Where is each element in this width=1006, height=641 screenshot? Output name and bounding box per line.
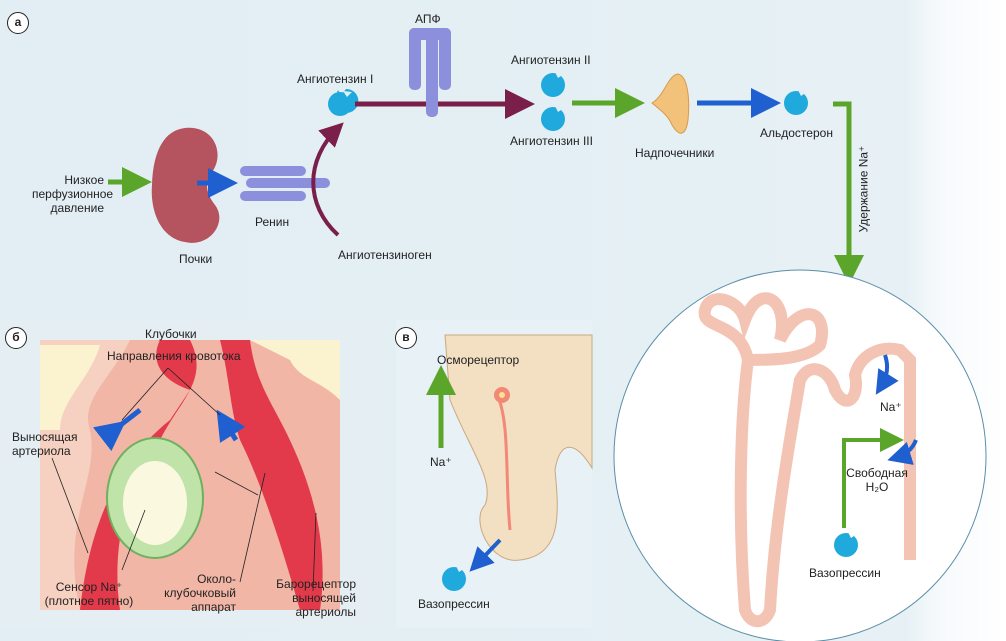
juxtaglomerular-line-2: клубочковый	[164, 586, 236, 600]
nephron-zoom-circle	[613, 269, 987, 641]
baroreceptor-line-3: артериолы	[295, 605, 356, 619]
low-perfusion-line-1: Низкое	[64, 173, 104, 187]
nephron-tubule	[698, 292, 916, 628]
low-perfusion-line-3: давление	[50, 201, 104, 215]
juxtaglomerular-line-1: Около-	[197, 572, 236, 586]
free-water-line-2: H₂O	[865, 480, 889, 494]
free-water-label: Свободная H₂O	[842, 466, 912, 494]
panel-a-badge: а	[7, 12, 29, 34]
kidney-shape	[151, 127, 220, 243]
na-retention-label: Удержание Na⁺	[856, 145, 871, 233]
baroreceptor-line-1: Барорецептор	[276, 577, 356, 591]
angiotensinogen-arrow	[311, 122, 344, 237]
angiotensin-3-label: Ангиотензин III	[510, 134, 593, 148]
osmoreceptor-label: Осморецептор	[437, 353, 520, 367]
na-retention-arrow	[833, 101, 864, 285]
angiotensin-1-molecule-body	[328, 92, 352, 116]
water-reabsorption-arrow	[887, 439, 918, 465]
na-sensor-line-1: Сенсор Na⁺	[55, 580, 123, 594]
panel-v-vasopressin-label: Вазопрессин	[418, 597, 490, 611]
panel-b-badge: б	[5, 327, 27, 349]
nephron-na-label: Na⁺	[880, 400, 902, 414]
renin-label: Ренин	[255, 215, 290, 229]
afferent-flow-arrow	[216, 409, 246, 443]
angiotensin-3-molecule	[541, 107, 565, 131]
ace-label: АПФ	[415, 12, 441, 26]
renin-enzyme	[240, 166, 330, 201]
na-sensor-line-2: (плотное пятно)	[44, 594, 134, 608]
panel-v-badge: в	[395, 327, 417, 349]
baroreceptor-line-2: выносящей	[292, 591, 356, 605]
juxtaglomerular-label: Около- клубочковый аппарат	[160, 572, 236, 614]
osmoreceptor-axon	[495, 394, 512, 531]
baroreceptor-label: Барорецептор выносящей артериолы	[270, 577, 356, 619]
nephron-vasopressin-label: Вазопрессин	[809, 566, 881, 580]
angiotensin-2-molecule	[541, 73, 565, 97]
aldosterone-molecule	[784, 91, 808, 115]
panel-b-leader-lines	[51, 367, 317, 592]
adrenal-gland	[651, 73, 690, 134]
efferent-flow-arrow	[93, 408, 142, 452]
adrenals-label: Надпочечники	[635, 146, 715, 160]
angiotensin-1-label: Ангиотензин I	[297, 72, 374, 86]
low-perfusion-label: Низкое перфузионное давление	[32, 173, 114, 215]
flow-direction-label: Направления кровотока	[107, 349, 241, 363]
free-water-line-1: Свободная	[846, 466, 908, 480]
panel-v-na-label: Na⁺	[430, 455, 452, 469]
efferent-arteriole-line-2: артериола	[12, 444, 71, 458]
aldosterone-label: Альдостерон	[760, 126, 833, 140]
na-reabsorption-arrow	[875, 354, 899, 395]
juxtaglomerular-line-3: аппарат	[191, 600, 236, 614]
kidneys-label: Почки	[179, 252, 213, 266]
ace-enzyme	[409, 28, 451, 117]
glomeruli-label: Клубочки	[145, 327, 197, 341]
hypothalamus-pituitary	[444, 334, 593, 561]
angiotensin-2-label: Ангиотензин II	[511, 53, 591, 67]
angiotensinogen-label: Ангиотензиноген	[338, 248, 432, 262]
efferent-arteriole-line-1: Выносящая	[12, 430, 78, 444]
efferent-arteriole-label: Выносящая артериола	[12, 430, 77, 458]
nephron-vasopressin-molecule	[834, 533, 858, 557]
juxtaglomerular-illustration	[40, 340, 340, 610]
vasopressin-action-arrow	[842, 428, 904, 528]
na-sensor-label: Сенсор Na⁺ (плотное пятно)	[34, 580, 144, 608]
low-perfusion-line-2: перфузионное	[32, 187, 114, 201]
panel-v-vasopressin-molecule	[442, 567, 466, 591]
vasopressin-release-arrow	[469, 538, 502, 572]
